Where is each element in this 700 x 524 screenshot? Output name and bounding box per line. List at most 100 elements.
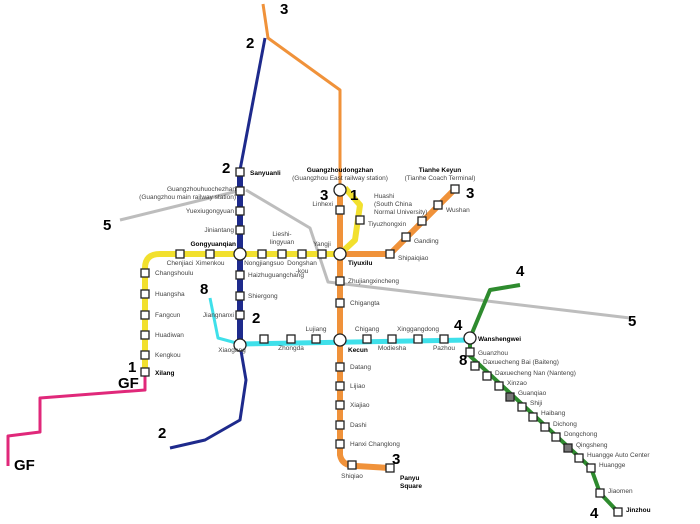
station-xinzao[interactable] <box>494 381 504 391</box>
station-tianhe-keyun[interactable] <box>450 184 460 194</box>
station-lujiang[interactable] <box>311 334 321 344</box>
station-label-xilang: Xilang <box>155 370 175 377</box>
station-yuexiugongyuan[interactable] <box>235 206 245 216</box>
station-label-ganding: Ganding <box>414 238 439 245</box>
station-sublabel-guangzhoudongzhan: (Guangzhou East railway station) <box>292 175 388 182</box>
station-xilang[interactable] <box>140 367 150 377</box>
station-guanqiao[interactable] <box>505 392 515 402</box>
station-label-chigang: Chigang <box>355 326 380 333</box>
station-lijiao[interactable] <box>335 381 345 391</box>
station-ximenkou[interactable] <box>205 249 215 259</box>
station-label-jiangnanxi: Jiangnanxi <box>203 312 234 319</box>
station-sublabel-guangzhouhuochezhan: (Guangzhou main railway station) <box>139 194 236 201</box>
station-modiesha[interactable] <box>387 334 397 344</box>
interchange-gongyuanqian[interactable] <box>233 247 247 261</box>
station-datang[interactable] <box>335 362 345 372</box>
station-label-shipaiqiao: Shipaiqiao <box>398 255 429 262</box>
station-dichong[interactable] <box>540 422 550 432</box>
station-chenjiaci[interactable] <box>175 249 185 259</box>
station-label-lieshi: Lieshi- <box>272 231 291 238</box>
station-kengkou[interactable] <box>140 350 150 360</box>
station-label-dichong: Dichong <box>553 421 577 428</box>
station-jiaomen[interactable] <box>595 488 605 498</box>
interchange-kecun[interactable] <box>333 333 347 347</box>
station-guanzhou[interactable] <box>465 347 475 357</box>
station-label-huadiwan: Huadiwan <box>155 332 184 339</box>
station-shiergong[interactable] <box>235 291 245 301</box>
station-huadiwan[interactable] <box>140 330 150 340</box>
line-number-label: 1 <box>350 187 358 204</box>
station-label-zhujiangxincheng: Zhujiangxincheng <box>348 278 399 285</box>
station-yangji[interactable] <box>317 249 327 259</box>
station-label-xiajiao: Xiajiao <box>350 402 370 409</box>
station-label-haibang: Haibang <box>541 410 566 417</box>
interchange-guangzhoudongzhan[interactable] <box>333 183 347 197</box>
station-label-xinggangdong: Xinggangdong <box>397 326 439 333</box>
station-dongchong[interactable] <box>551 432 561 442</box>
station-changshoulu[interactable] <box>140 268 150 278</box>
line-4 <box>468 283 620 514</box>
station-wushan[interactable] <box>433 200 443 210</box>
station-pazhou[interactable] <box>439 334 449 344</box>
station-xiajiao[interactable] <box>335 400 345 410</box>
station-panyu[interactable] <box>385 463 395 473</box>
station-sublabel-huashi: (South China <box>374 201 412 208</box>
station-label-tiyuxilu: Tiyuxilu <box>348 260 372 267</box>
station-huashi[interactable] <box>417 216 427 226</box>
station-zhujiangxincheng[interactable] <box>335 276 345 286</box>
station-label-wanshengwei: Wanshengwei <box>478 336 521 343</box>
line-number-label: 5 <box>103 217 111 234</box>
interchange-xiaogang[interactable] <box>233 338 247 352</box>
line-3-north <box>261 3 342 186</box>
station-fangcun[interactable] <box>140 310 150 320</box>
station-label-tiyuzhongxin: Tiyuzhongxin <box>368 221 406 228</box>
station-dongshan[interactable] <box>297 249 307 259</box>
station-label-xiaogang: Xiaogang <box>218 347 246 354</box>
station-label-dongshan: Dongshan <box>287 260 317 267</box>
station-chigang[interactable] <box>362 334 372 344</box>
station-shiqiao[interactable] <box>347 460 357 470</box>
station-label-pazhou: Pazhou <box>433 345 455 352</box>
station-qingsheng[interactable] <box>563 443 573 453</box>
station-xinggangdong[interactable] <box>413 334 423 344</box>
station-label-ximenkou: Ximenkou <box>196 260 225 267</box>
station-jiangnanxi[interactable] <box>235 310 245 320</box>
interchange-wanshengwei[interactable] <box>463 331 477 345</box>
station-tiyuzhongxin[interactable] <box>355 215 365 225</box>
station-label-guanzhou: Guanzhou <box>478 350 508 357</box>
station-label-tianhe-keyun: Tianhe Keyun <box>419 167 462 174</box>
station-nongjiangsuo[interactable] <box>257 249 267 259</box>
station-daxuecheng-bai-baiteng[interactable] <box>470 361 480 371</box>
station-jiniantang[interactable] <box>235 225 245 235</box>
station-lieshi[interactable] <box>277 249 287 259</box>
station-linhexi[interactable] <box>335 205 345 215</box>
station-label-fangcun: Fangcun <box>155 312 181 319</box>
station-ganding[interactable] <box>401 232 411 242</box>
station-daxuecheng-nan-nanteng[interactable] <box>482 371 492 381</box>
station-hanxi-changlong[interactable] <box>335 439 345 449</box>
line-8-west <box>208 297 241 346</box>
station-jinzhou[interactable] <box>613 507 623 517</box>
station-huangsha[interactable] <box>140 289 150 299</box>
station-unlabelled[interactable] <box>259 334 269 344</box>
station-huangge-auto-center[interactable] <box>574 453 584 463</box>
station-haibang[interactable] <box>528 412 538 422</box>
line-number-label: 5 <box>628 313 636 330</box>
station-label-guanqiao: Guanqiao <box>518 390 547 397</box>
station-label-yuexiugongyuan: Yuexiugongyuan <box>186 208 234 215</box>
station-zhongda[interactable] <box>286 334 296 344</box>
station-label-qingsheng: Qingsheng <box>576 442 608 449</box>
station-shipaiqiao[interactable] <box>385 249 395 259</box>
station-label-shiergong: Shiergong <box>248 293 278 300</box>
station-label-xinzao: Xinzao <box>507 380 527 387</box>
station-huangge[interactable] <box>586 463 596 473</box>
station-sanyuanli[interactable] <box>235 167 245 177</box>
station-chigangta[interactable] <box>335 298 345 308</box>
station-shiji[interactable] <box>517 402 527 412</box>
interchange-tiyuxilu[interactable] <box>333 247 347 261</box>
station-label-panyu: Panyu <box>400 475 420 482</box>
station-guangzhouhuochezhan[interactable] <box>235 186 245 196</box>
station-dashi[interactable] <box>335 420 345 430</box>
station-label-daxuecheng-bai-baiteng: Daxuecheng Bai (Baiteng) <box>483 359 559 366</box>
station-haizhuguangchang[interactable] <box>235 270 245 280</box>
